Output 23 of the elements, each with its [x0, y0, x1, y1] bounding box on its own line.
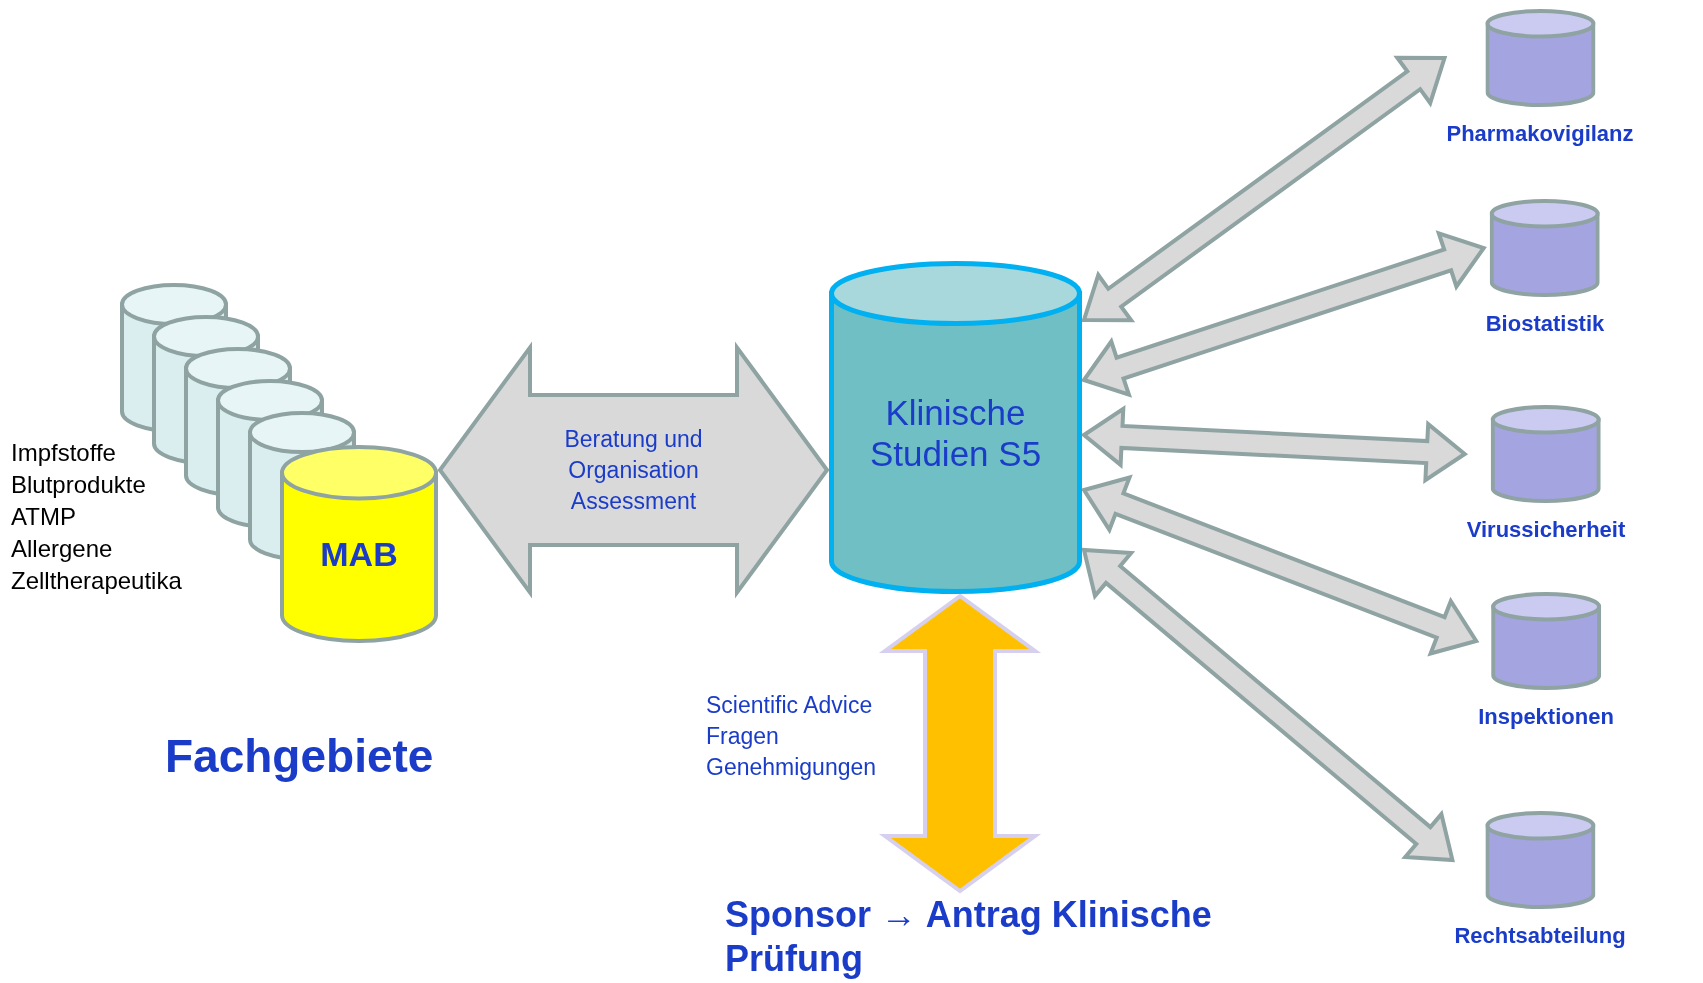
double-arrow [1081, 547, 1455, 863]
cylinder-label: Pharmakovigilanz [1446, 121, 1634, 147]
double-arrow [437, 341, 830, 599]
list-item-text: ATMP [11, 502, 77, 532]
list-item-text: Zelltherapeutika [11, 566, 182, 596]
list-item-text: Blutprodukte [11, 470, 147, 500]
section-heading: Fachgebiete [165, 729, 434, 784]
cylinder-label: Biostatistik [1485, 311, 1605, 337]
cylinder-label: Klinische Studien S5 [868, 391, 1043, 474]
heading-text: Sponsor → Antrag Klinische Prüfung [725, 893, 1213, 981]
edge-label: Scientific Advice Fragen Genehmigungen [706, 691, 878, 782]
double-arrow [1080, 405, 1469, 484]
cylinder-label: Virussicherheit [1466, 517, 1626, 543]
cylinder-label: Inspektionen [1478, 704, 1614, 730]
cylinder-label: Rechtsabteilung [1454, 923, 1626, 949]
double-arrow [1080, 230, 1487, 398]
edge-label: Beratung und Organisation Assessment [563, 425, 704, 516]
double-arrow [1081, 55, 1448, 323]
list-item-text: Impfstoffe [11, 438, 117, 468]
double-arrow [1080, 474, 1480, 657]
cylinder-label: MAB [320, 534, 398, 574]
double-arrow [878, 593, 1042, 894]
list-item-text: Allergene [11, 534, 114, 564]
